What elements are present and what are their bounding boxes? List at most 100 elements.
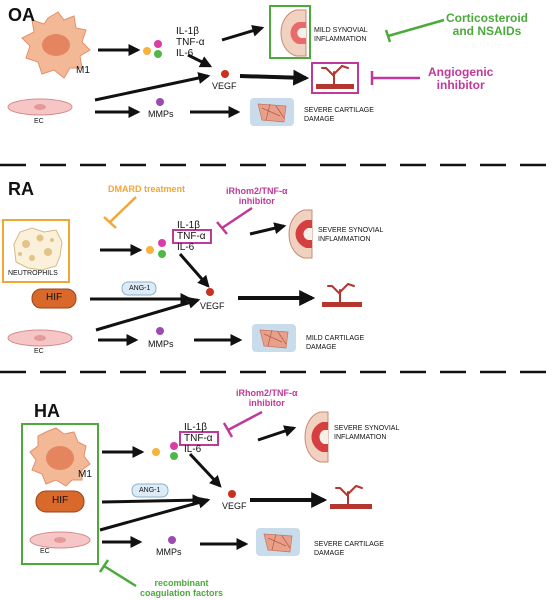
ha-m1-label: M1 — [78, 469, 92, 480]
ra-tnf-box — [172, 229, 212, 244]
ra-neutrophil-box — [2, 219, 70, 283]
ra-mmps-dot — [156, 327, 164, 335]
oa-treatment-corticosteroid-line2: and NSAIDs — [452, 24, 522, 38]
ha-treatment-irhom: iRhom2/TNF-α inhibitor — [236, 388, 298, 408]
oa-joint-icon — [280, 9, 307, 57]
ra-joint-icon — [288, 209, 313, 259]
ra-neutrophil-icon — [13, 227, 63, 271]
oa-outcome-cartilage-line2: DAMAGE — [304, 116, 335, 123]
ra-title: RA — [8, 179, 34, 199]
ha-treatment-recomb-line1: recombinant — [154, 578, 209, 588]
oa-outcome-synovial-line2: INFLAMMATION — [314, 36, 367, 43]
ha-hif-label: HIF — [52, 495, 69, 506]
ra-vegf-dot — [206, 288, 214, 296]
ha-cells-box — [21, 423, 99, 565]
ha-treatment-irhom-line1: iRhom2/TNF-α — [236, 388, 298, 398]
oa-arrow-cytokines-vegf — [187, 53, 213, 68]
ha-hif-pill — [35, 490, 85, 513]
ha-outcome-synovial: SEVERE SYNOVIAL INFLAMMATION — [334, 424, 399, 442]
ra-inhibition-irhom — [216, 206, 253, 235]
ra-vegf-label: VEGF — [200, 301, 225, 311]
ha-title: HA — [34, 401, 60, 421]
oa-m1-macrophage-icon — [21, 11, 91, 79]
ha-inhibition-irhom — [222, 410, 263, 438]
ra-outcome-cartilage: MILD CARTILAGE DAMAGE — [306, 334, 364, 352]
ra-outcome-cartilage-line2: DAMAGE — [306, 344, 337, 351]
ra-section — [2, 196, 362, 352]
ra-cytokine-il1b: IL-1β — [177, 220, 200, 231]
ra-arrow-cytokines-synovial — [249, 222, 287, 236]
ha-arrow-hif-vegf — [101, 494, 205, 507]
ha-inhibition-recomb — [98, 559, 137, 588]
ra-ang1-label: ANG-1 — [129, 285, 151, 292]
ra-cartilage-icon — [252, 324, 296, 352]
ha-joint-icon — [304, 411, 329, 463]
ha-m1-macrophage-icon — [29, 427, 91, 487]
oa-ec-label: EC — [34, 118, 44, 125]
ha-vegf-dot — [228, 490, 236, 498]
ha-outcome-cartilage-line2: DAMAGE — [314, 550, 345, 557]
ra-cytokine-tnfa: TNF-α — [177, 231, 206, 242]
ha-arrow-ec-vegf — [99, 496, 211, 532]
oa-mmps-dot — [156, 98, 164, 106]
ha-arrow-cytokines-vegf — [188, 452, 222, 488]
ra-outcome-synovial-line2: INFLAMMATION — [318, 236, 371, 243]
ha-treatment-recomb: recombinant coagulation factors — [140, 578, 223, 598]
oa-m1-label: M1 — [76, 65, 90, 76]
ha-mmps-dot — [168, 536, 176, 544]
oa-cytokine-il6: IL-6 — [176, 48, 194, 59]
ha-vegf-label: VEGF — [222, 501, 247, 511]
ra-mmps-label: MMPs — [148, 339, 174, 349]
oa-outcome-synovial-line1: MILD SYNOVIAL — [314, 27, 368, 34]
oa-outcome-cartilage: SEVERE CARTILAGE DAMAGE — [304, 106, 374, 124]
ra-inhibition-dmard — [103, 196, 137, 229]
ha-ec-label: EC — [40, 548, 50, 555]
ha-cartilage-icon — [256, 528, 300, 556]
oa-arrow-vegf-vessel — [239, 69, 310, 86]
oa-treatment-angiogenic: Angiogenic inhibitor — [428, 66, 493, 92]
ra-cytokine-list: IL-1β TNF-α IL-6 — [177, 220, 206, 253]
oa-treatment-corticosteroid: Corticosteroid and NSAIDs — [446, 12, 528, 38]
ra-arrow-ec-vegf — [95, 296, 201, 332]
ha-arrow-cytokines-synovial — [257, 425, 297, 442]
ha-outcome-synovial-line2: INFLAMMATION — [334, 434, 387, 441]
ra-neutrophils-label: NEUTROPHILS — [8, 270, 58, 277]
ha-tnf-box — [179, 431, 219, 446]
oa-cytokine-tnfa: TNF-α — [176, 37, 205, 48]
oa-outcome-synovial: MILD SYNOVIAL INFLAMMATION — [314, 26, 368, 44]
oa-cartilage-icon — [250, 98, 294, 126]
oa-inhibition-angiogenic — [370, 71, 420, 85]
ha-blood-vessel-icon — [330, 485, 372, 509]
oa-mmps-label: MMPs — [148, 109, 174, 119]
ra-treatment-irhom-line2: inhibitor — [238, 196, 275, 206]
ha-treatment-recomb-line2: coagulation factors — [140, 588, 224, 598]
ra-treatment-irhom: iRhom2/TNF-α inhibitor — [226, 186, 288, 206]
ha-ang1-label: ANG-1 — [139, 487, 161, 494]
ra-arrow-cytokines-vegf — [178, 253, 210, 288]
ha-cytokine-il1b: IL-1β — [184, 422, 207, 433]
oa-vegf-dot — [221, 70, 229, 78]
oa-inhibition-corticosteroid — [384, 18, 445, 43]
oa-section — [7, 5, 445, 126]
oa-cytokine-il1b: IL-1β — [176, 26, 199, 37]
oa-cytokine-list: IL-1β TNF-α IL-6 — [176, 26, 205, 59]
ra-outcome-cartilage-line1: MILD CARTILAGE — [306, 335, 365, 342]
ha-ang1-pill — [131, 483, 169, 498]
ha-outcome-cartilage-line1: SEVERE CARTILAGE — [314, 541, 384, 548]
oa-title: OA — [8, 5, 35, 25]
oa-arrow-cytokines-synovial — [221, 25, 265, 42]
ra-hif-pill — [31, 288, 77, 309]
ha-cytokine-list: IL-1β TNF-α IL-6 — [184, 422, 213, 455]
ha-cytokine-il6: IL-6 — [184, 444, 202, 455]
ra-ec-label: EC — [34, 348, 44, 355]
ha-section — [21, 410, 372, 588]
ha-outcome-synovial-line1: SEVERE SYNOVIAL — [334, 425, 400, 432]
oa-treatment-angiogenic-line2: inhibitor — [436, 78, 485, 92]
ha-mmps-label: MMPs — [156, 547, 182, 557]
oa-treatment-corticosteroid-line1: Corticosteroid — [446, 11, 529, 25]
oa-vessel-box — [311, 62, 359, 94]
ra-treatment-irhom-line1: iRhom2/TNF-α — [226, 186, 288, 196]
ra-treatment-dmard: DMARD treatment — [108, 184, 186, 194]
oa-blood-vessel-icon — [316, 65, 354, 89]
oa-treatment-angiogenic-line1: Angiogenic — [428, 65, 494, 79]
